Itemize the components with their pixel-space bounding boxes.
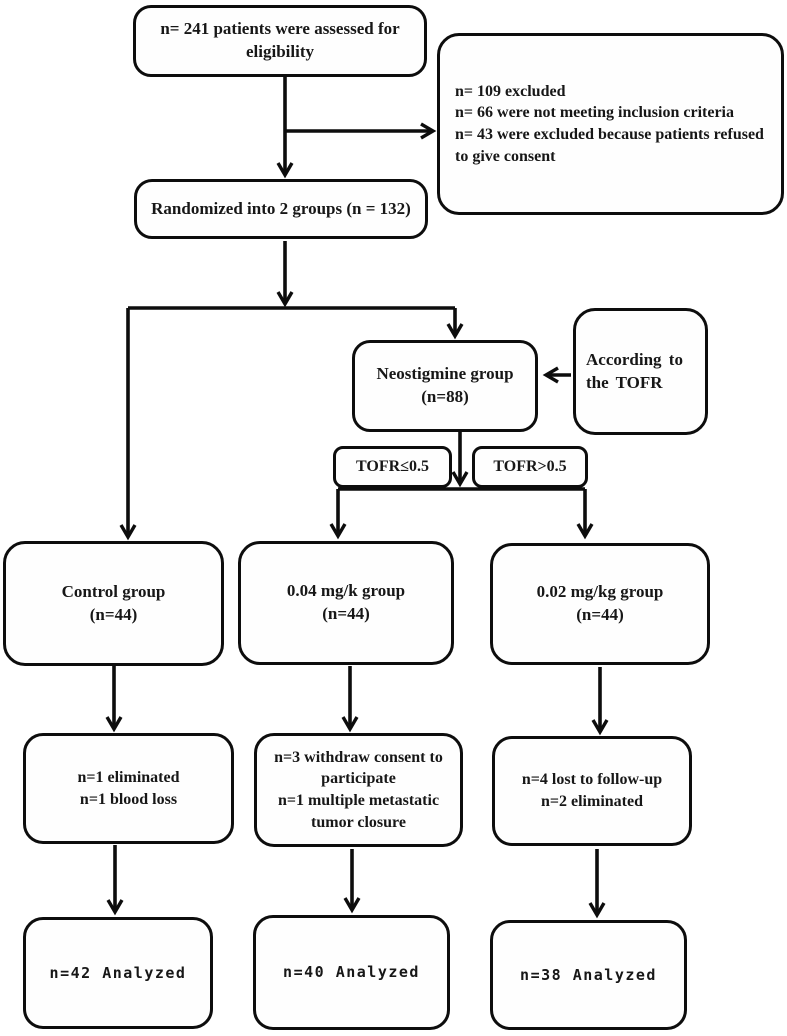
- dropout-002-line-1: n=4 lost to follow-up: [521, 771, 663, 789]
- group-002-box: 0.02 mg/kg group (n=44): [490, 543, 710, 665]
- neostigmine-box: Neostigmine group (n=88): [352, 340, 538, 432]
- dropout-control-line-2: n=1 blood loss: [79, 790, 178, 808]
- dropout-002-box: n=4 lost to follow-up n=2 eliminated: [492, 736, 692, 846]
- excluded-box: n= 109 excluded n= 66 were not meeting i…: [437, 33, 784, 215]
- excluded-line-1: n= 109 excluded: [455, 82, 566, 100]
- tofr-high-label: TOFR>0.5: [493, 458, 567, 476]
- randomized-text: Randomized into 2 groups (n = 132): [151, 198, 411, 218]
- analyzed-control-box: n=42 Analyzed: [23, 917, 213, 1029]
- analyzed-004-text: n=40 Analyzed: [283, 963, 420, 982]
- dropout-004-line-1: n=3 withdraw consent to participate: [274, 748, 443, 788]
- group-004-box: 0.04 mg/k group (n=44): [238, 541, 454, 665]
- dropout-control-box: n=1 eliminated n=1 blood loss: [23, 733, 234, 844]
- dropout-002-line-2: n=2 eliminated: [540, 793, 643, 810]
- control-group-title: Control group: [61, 581, 166, 601]
- group-002-title: 0.02 mg/kg group: [536, 582, 664, 602]
- analyzed-control-text: n=42 Analyzed: [49, 963, 187, 982]
- randomized-box: Randomized into 2 groups (n = 132): [134, 179, 428, 239]
- control-group-n: (n=44): [89, 604, 138, 624]
- analyzed-002-box: n=38 Analyzed: [490, 920, 687, 1030]
- excluded-line-3: n= 43 were excluded because patients ref…: [455, 126, 764, 165]
- dropout-004-box: n=3 withdraw consent to participate n=1 …: [254, 733, 463, 847]
- eligibility-box: n= 241 patients were assessed for eligib…: [133, 5, 427, 77]
- tofr-note-text: According to the TOFR: [586, 349, 683, 392]
- group-004-n: (n=44): [322, 604, 370, 623]
- neostigmine-title: Neostigmine group: [376, 364, 514, 384]
- tofr-low-label: TOFR≤0.5: [356, 458, 429, 476]
- tofr-low-box: TOFR≤0.5: [333, 446, 452, 488]
- tofr-high-box: TOFR>0.5: [472, 446, 588, 488]
- excluded-line-2: n= 66 were not meeting inclusion criteri…: [455, 104, 734, 122]
- neostigmine-n: (n=88): [421, 387, 469, 406]
- dropout-004-line-2: n=1 multiple metastatic tumor closure: [277, 792, 440, 831]
- tofr-note-box: According to the TOFR: [573, 308, 708, 435]
- analyzed-002-text: n=38 Analyzed: [520, 965, 657, 984]
- dropout-control-line-1: n=1 eliminated: [77, 768, 180, 786]
- analyzed-004-box: n=40 Analyzed: [253, 915, 450, 1030]
- eligibility-text: n= 241 patients were assessed for eligib…: [160, 19, 400, 61]
- group-002-n: (n=44): [576, 605, 624, 624]
- group-004-title: 0.04 mg/k group: [286, 581, 406, 601]
- control-group-box: Control group (n=44): [3, 541, 224, 666]
